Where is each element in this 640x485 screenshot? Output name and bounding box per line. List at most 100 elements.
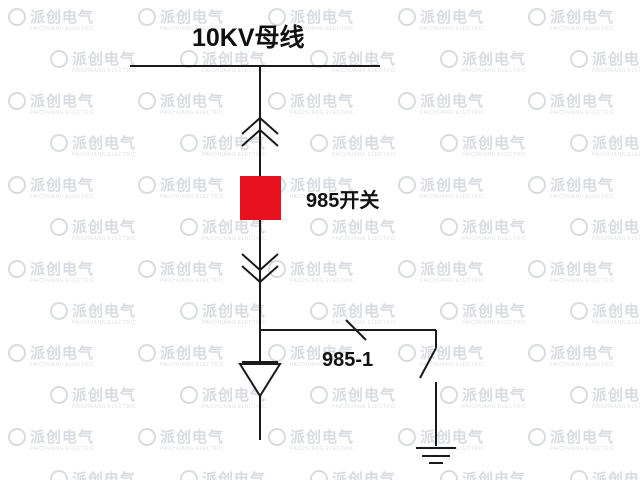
svg-text:派创电气: 派创电气 [160,8,224,26]
svg-text:派创电气: 派创电气 [592,134,640,152]
svg-text:派创电气: 派创电气 [332,134,396,152]
svg-text:PAICHUANG ELECTRIC: PAICHUANG ELECTRIC [550,446,614,452]
svg-text:派创电气: 派创电气 [592,50,640,68]
svg-text:派创电气: 派创电气 [202,218,266,236]
svg-text:PAICHUANG ELECTRIC: PAICHUANG ELECTRIC [592,152,640,158]
svg-text:PAICHUANG ELECTRIC: PAICHUANG ELECTRIC [420,362,484,368]
svg-text:派创电气: 派创电气 [592,386,640,404]
svg-text:派创电气: 派创电气 [550,260,614,278]
svg-text:PAICHUANG ELECTRIC: PAICHUANG ELECTRIC [160,362,224,368]
svg-text:派创电气: 派创电气 [420,8,484,26]
svg-text:派创电气: 派创电气 [290,260,354,278]
svg-text:派创电气: 派创电气 [592,470,640,480]
svg-text:PAICHUANG ELECTRIC: PAICHUANG ELECTRIC [550,362,614,368]
svg-text:PAICHUANG ELECTRIC: PAICHUANG ELECTRIC [462,68,526,74]
lower-plug-contact-symbol [241,253,279,284]
switch-label: 985-1 [322,349,373,371]
svg-text:PAICHUANG ELECTRIC: PAICHUANG ELECTRIC [332,152,396,158]
svg-text:PAICHUANG ELECTRIC: PAICHUANG ELECTRIC [550,26,614,32]
svg-text:PAICHUANG ELECTRIC: PAICHUANG ELECTRIC [30,194,94,200]
arrester-symbol [238,361,282,398]
svg-text:派创电气: 派创电气 [592,218,640,236]
svg-text:派创电气: 派创电气 [420,428,484,446]
svg-text:PAICHUANG ELECTRIC: PAICHUANG ELECTRIC [550,110,614,116]
svg-text:派创电气: 派创电气 [550,8,614,26]
svg-text:派创电气: 派创电气 [30,92,94,110]
svg-text:PAICHUANG ELECTRIC: PAICHUANG ELECTRIC [160,194,224,200]
svg-text:PAICHUANG ELECTRIC: PAICHUANG ELECTRIC [160,110,224,116]
svg-text:派创电气: 派创电气 [420,260,484,278]
svg-text:派创电气: 派创电气 [290,344,354,362]
breaker-symbol [240,176,281,220]
svg-text:派创电气: 派创电气 [72,134,136,152]
svg-text:PAICHUANG ELECTRIC: PAICHUANG ELECTRIC [592,236,640,242]
svg-text:派创电气: 派创电气 [592,302,640,320]
svg-text:派创电气: 派创电气 [160,176,224,194]
svg-text:PAICHUANG ELECTRIC: PAICHUANG ELECTRIC [462,404,526,410]
svg-text:派创电气: 派创电气 [160,428,224,446]
svg-text:PAICHUANG ELECTRIC: PAICHUANG ELECTRIC [72,236,136,242]
svg-text:PAICHUANG ELECTRIC: PAICHUANG ELECTRIC [550,194,614,200]
svg-text:派创电气: 派创电气 [72,470,136,480]
breaker-label: 985开关 [306,188,379,212]
svg-text:PAICHUANG ELECTRIC: PAICHUANG ELECTRIC [30,110,94,116]
svg-text:PAICHUANG ELECTRIC: PAICHUANG ELECTRIC [332,404,396,410]
svg-text:派创电气: 派创电气 [72,50,136,68]
svg-text:PAICHUANG ELECTRIC: PAICHUANG ELECTRIC [592,404,640,410]
svg-text:派创电气: 派创电气 [160,260,224,278]
svg-text:PAICHUANG ELECTRIC: PAICHUANG ELECTRIC [72,404,136,410]
svg-text:派创电气: 派创电气 [420,92,484,110]
svg-text:PAICHUANG ELECTRIC: PAICHUANG ELECTRIC [290,446,354,452]
svg-text:PAICHUANG ELECTRIC: PAICHUANG ELECTRIC [290,26,354,32]
svg-text:派创电气: 派创电气 [30,176,94,194]
svg-text:派创电气: 派创电气 [462,302,526,320]
svg-text:PAICHUANG ELECTRIC: PAICHUANG ELECTRIC [202,68,266,74]
svg-text:PAICHUANG ELECTRIC: PAICHUANG ELECTRIC [290,362,354,368]
svg-text:派创电气: 派创电气 [550,428,614,446]
svg-text:派创电气: 派创电气 [462,218,526,236]
svg-text:派创电气: 派创电气 [290,176,354,194]
svg-text:派创电气: 派创电气 [30,344,94,362]
svg-text:PAICHUANG ELECTRIC: PAICHUANG ELECTRIC [462,152,526,158]
earthing-switch-blade [419,347,437,379]
svg-text:派创电气: 派创电气 [30,428,94,446]
svg-text:PAICHUANG ELECTRIC: PAICHUANG ELECTRIC [202,320,266,326]
svg-text:PAICHUANG ELECTRIC: PAICHUANG ELECTRIC [420,110,484,116]
svg-text:派创电气: 派创电气 [202,386,266,404]
svg-text:PAICHUANG ELECTRIC: PAICHUANG ELECTRIC [332,68,396,74]
svg-text:派创电气: 派创电气 [72,218,136,236]
svg-text:PAICHUANG ELECTRIC: PAICHUANG ELECTRIC [160,446,224,452]
busbar-label: 10KV母线 [192,23,305,52]
